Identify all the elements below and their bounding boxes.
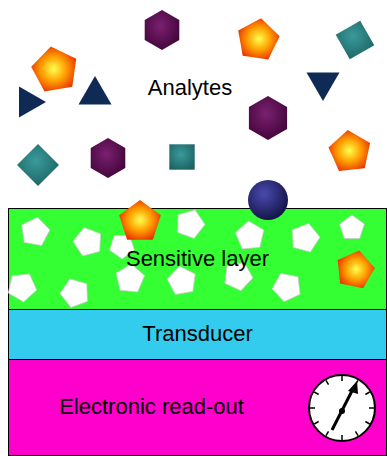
dial-tick [341, 435, 343, 440]
analyte-square [17, 144, 59, 186]
meter-dial [309, 375, 375, 441]
readout-band: Electronic read-out [8, 359, 387, 456]
sensitive-layer: Sensitive layer [8, 208, 387, 310]
receptor-site [73, 228, 101, 257]
analyte-pentagon [238, 18, 280, 59]
analyte-pentagon [31, 46, 76, 91]
dial-ticks [310, 376, 374, 440]
receptor-site [116, 264, 144, 292]
band-label: Sensitive layer [126, 247, 269, 271]
dial-tick [341, 376, 343, 381]
receptor-site [340, 215, 365, 239]
dial-tick [365, 422, 369, 425]
dial-tick [314, 392, 318, 395]
dial-tick [356, 431, 359, 435]
dial-tick [356, 380, 359, 384]
analyte-triangle [79, 76, 112, 105]
dial-tick [365, 392, 369, 395]
receptor-site [22, 217, 50, 245]
receptor-site [235, 221, 263, 249]
analyte-hexagon [249, 96, 287, 140]
receptor-site [8, 274, 36, 302]
dial-tick [314, 422, 318, 425]
dial-tick [369, 407, 374, 409]
receptor-site [110, 235, 135, 259]
dial-pivot [339, 408, 345, 414]
receptor-site [292, 224, 320, 253]
analyte-hexagon [145, 10, 180, 50]
analyte-hexagon [91, 138, 126, 178]
dial-tick [326, 380, 329, 384]
needle-head [348, 381, 358, 394]
dial-face [309, 375, 375, 441]
receptor-site [178, 210, 205, 239]
dial-tick [310, 407, 315, 409]
band-label: Electronic read-out [59, 395, 244, 419]
receptor-site [167, 266, 195, 294]
receptor-site [60, 279, 87, 308]
transducer-band: Transducer [8, 309, 387, 360]
receptor-site [272, 273, 300, 301]
analyte-triangle [19, 86, 46, 117]
dial-needle [332, 387, 354, 430]
region-label: Analytes [148, 76, 232, 100]
analyte-triangle [307, 73, 340, 102]
band-label: Transducer [142, 322, 252, 346]
receptor-sites [8, 210, 364, 308]
analyte-square [336, 21, 375, 60]
receptor-site [225, 262, 253, 290]
analyte-pentagon [119, 200, 161, 240]
analyte-pentagon [329, 130, 371, 171]
dial-tick [326, 431, 329, 435]
bound-analyte [248, 180, 288, 220]
analyte-pentagon [338, 250, 375, 288]
analyte-square [169, 144, 194, 169]
analyte-shapes [17, 10, 375, 288]
